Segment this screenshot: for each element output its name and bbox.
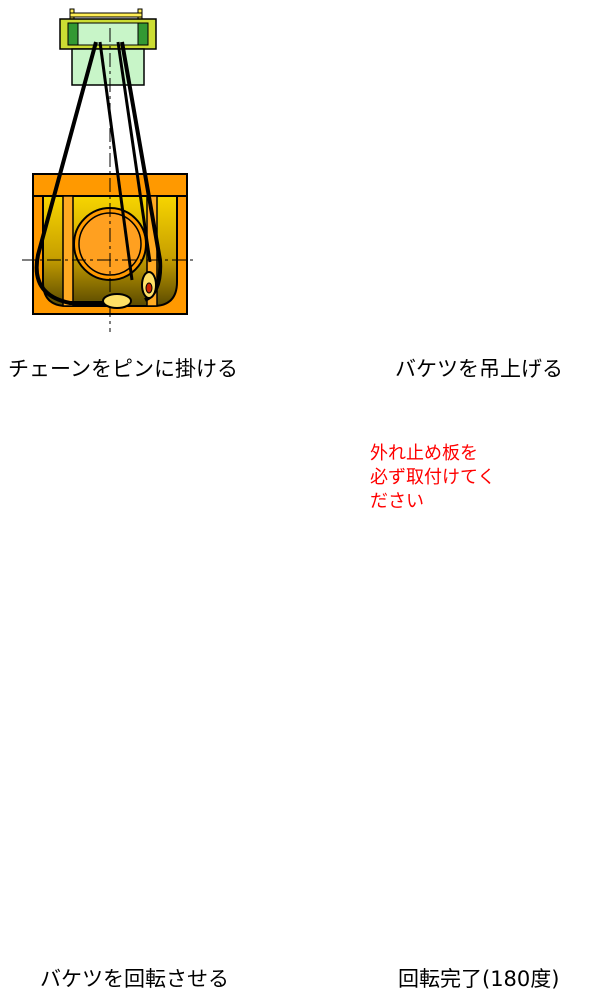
warning-line-2: 必ず取付けてく (370, 467, 496, 488)
warning-line-3: ださい (370, 491, 424, 512)
caption-step-4: 回転完了(180度) (398, 967, 560, 991)
caption-step-2: バケツを吊上げる (395, 357, 563, 381)
warning-callout-text: 外れ止め板を 必ず取付けてく ださい (370, 442, 495, 514)
panel-1-chain-on-pin (22, 8, 197, 332)
caption-step-3: バケツを回転させる (40, 967, 229, 991)
warning-line-1: 外れ止め板を (370, 443, 478, 464)
caption-step-1: チェーンをピンに掛ける (8, 357, 238, 381)
